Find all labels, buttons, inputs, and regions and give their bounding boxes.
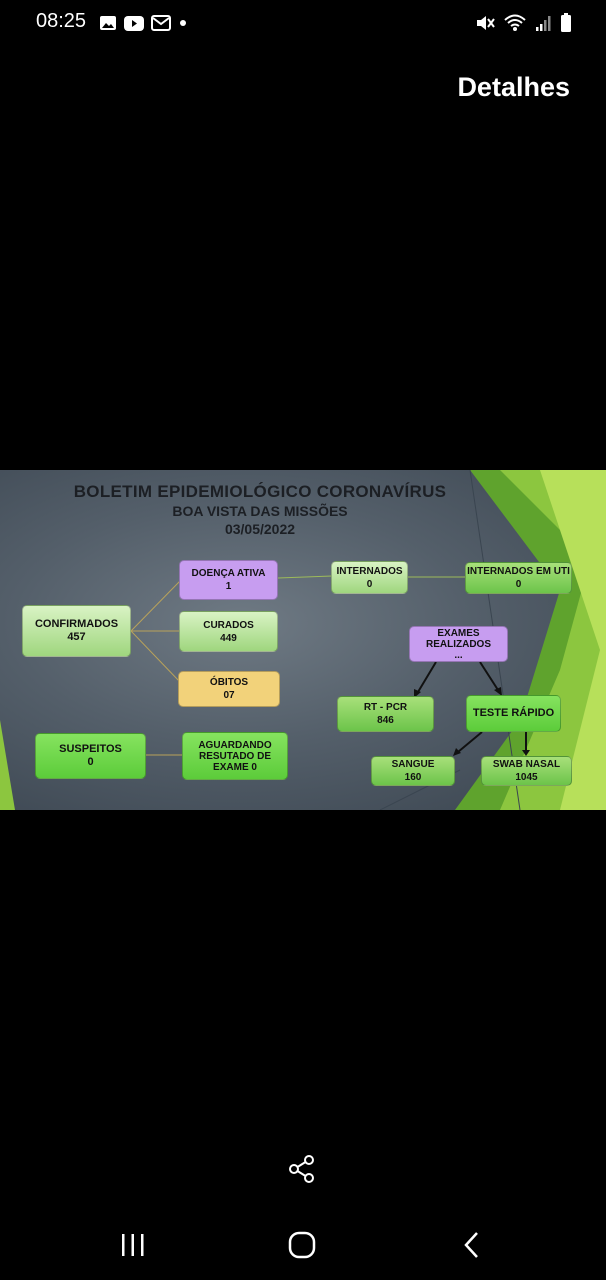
exames-label: EXAMES [437,627,480,639]
box-internados: INTERNADOS 0 [331,561,408,594]
suspeitos-label: SUSPEITOS [59,743,122,755]
box-aguardando: AGUARDANDO RESUTADO DE EXAME 0 [182,732,288,780]
rt-pcr-value: 846 [377,715,394,726]
realizados-label: REALIZADOS [426,638,491,650]
exames-value: ... [454,649,463,661]
box-suspeitos: SUSPEITOS 0 [35,733,146,779]
suspeitos-value: 0 [87,756,94,768]
home-icon[interactable] [287,1230,317,1260]
internados-uti-value: 0 [515,579,522,590]
bulletin-date: 03/05/2022 [224,521,296,537]
box-curados: CURADOS 449 [179,611,278,652]
gallery-icon [100,16,116,30]
box-doenca-ativa: DOENÇA ATIVA 1 [179,560,278,600]
decorative-shapes [0,470,606,810]
system-icons [475,12,572,34]
bulletin-subtitle: BOA VISTA DAS MISSÕES [172,503,348,519]
teste-rapido-label: TESTE RÁPIDO [472,707,555,719]
box-swab-nasal: SWAB NASAL 1045 [481,756,572,786]
recent-apps-icon[interactable] [119,1232,147,1258]
confirmados-value: 457 [67,631,86,643]
doenca-ativa-label: DOENÇA ATIVA [191,568,266,579]
details-button[interactable]: Detalhes [457,72,570,102]
back-icon[interactable] [460,1230,484,1260]
rt-pcr-label: RT - PCR [363,702,408,713]
swab-nasal-value: 1045 [515,772,538,783]
exame-label: EXAME 0 [213,761,257,773]
bulletin-title: BOLETIM EPIDEMIOLÓGICO CORONAVÍRUS [73,482,447,501]
box-teste-rapido: TESTE RÁPIDO [466,695,561,732]
youtube-icon [124,15,144,31]
mute-icon [477,16,495,30]
sangue-label: SANGUE [391,759,435,770]
aguardando-label: AGUARDANDO [198,739,272,751]
bulletin-image[interactable]: BOLETIM EPIDEMIOLÓGICO CORONAVÍRUS BOA V… [0,470,606,810]
box-internados-uti: INTERNADOS EM UTI 0 [465,562,572,594]
curados-value: 449 [220,632,237,644]
obitos-value: 07 [223,690,235,701]
box-obitos: ÓBITOS 07 [178,671,280,707]
sangue-value: 160 [404,772,422,783]
internados-value: 0 [366,578,373,590]
status-time: 08:25 [36,10,87,32]
notification-icons [99,13,188,33]
curados-label: CURADOS [203,619,254,631]
internados-label: INTERNADOS [336,565,403,577]
share-icon[interactable] [287,1154,317,1184]
mail-icon [151,15,171,31]
internados-uti-label: INTERNADOS EM UTI [467,566,570,577]
battery-icon [561,13,571,32]
obitos-label: ÓBITOS [209,677,249,688]
doenca-ativa-value: 1 [225,581,232,592]
swab-nasal-label: SWAB NASAL [492,759,561,770]
wifi-icon [504,14,526,31]
box-sangue: SANGUE 160 [371,756,455,786]
dot-icon [180,20,186,26]
status-bar: 08:25 [0,0,606,46]
box-exames: EXAMES REALIZADOS ... [409,626,508,662]
resultado-label: RESUTADO DE [198,750,272,762]
confirmados-label: CONFIRMADOS [34,618,119,630]
box-rt-pcr: RT - PCR 846 [337,696,434,732]
box-confirmados: CONFIRMADOS 457 [22,605,131,657]
signal-icon [536,16,551,31]
